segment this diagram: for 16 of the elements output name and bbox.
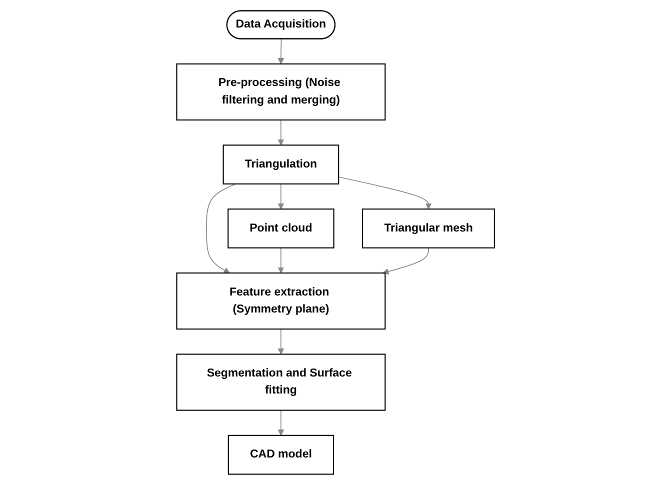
arrow (278, 38, 284, 64)
arrow (278, 247, 284, 274)
arrow (278, 120, 284, 146)
arrow (382, 247, 430, 275)
arrow (206, 184, 237, 274)
arrow (278, 184, 284, 210)
arrow (278, 328, 284, 354)
node-box: Feature extraction (Symmetry plane) (176, 272, 386, 330)
arrow (338, 176, 432, 210)
node-box: Triangular mesh (362, 208, 496, 248)
node-box: Point cloud (228, 208, 335, 248)
arrow (278, 410, 284, 436)
node-box: Triangulation (223, 144, 340, 184)
node-box: CAD model (228, 434, 334, 475)
node-box: Segmentation and Surface fitting (176, 354, 386, 411)
node-box: Pre-processing (Noise filtering and merging) (176, 63, 386, 121)
